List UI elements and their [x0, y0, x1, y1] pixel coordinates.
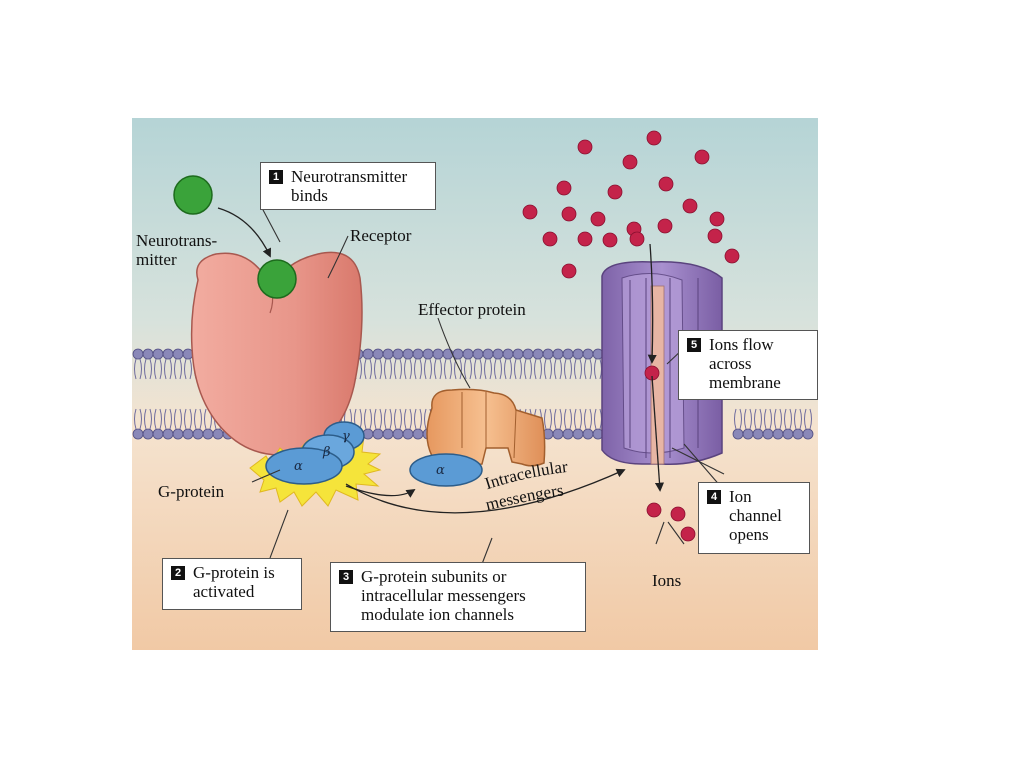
alpha-label-2: α — [436, 463, 445, 478]
ion — [556, 180, 572, 196]
ions-label: Ions — [652, 571, 682, 590]
leader-lines — [251, 207, 725, 565]
effector-protein — [426, 388, 546, 467]
effector-protein-label: Effector protein — [418, 300, 526, 319]
neurotransmitter-bound — [257, 259, 297, 299]
ion — [622, 154, 638, 170]
ion — [561, 206, 577, 222]
ion — [682, 198, 698, 214]
ion — [590, 211, 606, 227]
g-protein: γ β α — [265, 421, 365, 485]
ion-entry-arrow — [647, 243, 657, 364]
step-2-number: 2 — [171, 566, 185, 580]
step-3-text: G-protein subunits or intracellular mess… — [361, 567, 526, 624]
ion-exit-arrow — [651, 375, 665, 492]
ion — [522, 204, 538, 220]
alpha-label: α — [294, 459, 303, 474]
ion — [542, 231, 558, 247]
ion — [724, 248, 740, 264]
gamma-label: γ — [342, 429, 350, 444]
step-2-text: G-protein is activated — [193, 563, 275, 601]
ion — [577, 231, 593, 247]
step-3-number: 3 — [339, 570, 353, 584]
step-5-number: 5 — [687, 338, 701, 352]
signaling-diagram: γ β α α — [132, 118, 818, 650]
receptor-label: Receptor — [350, 226, 412, 245]
step-5-callout: 5 Ions flow across membrane — [678, 330, 818, 400]
step-5-text: Ions flow across membrane — [709, 335, 781, 392]
ion — [602, 232, 618, 248]
ion — [577, 139, 593, 155]
beta-label: β — [322, 445, 331, 460]
binding-arrow — [217, 207, 271, 258]
step-4-number: 4 — [707, 490, 721, 504]
ions-cluster — [522, 130, 740, 542]
arrows — [217, 207, 665, 514]
step-4-callout: 4 Ion channel opens — [698, 482, 810, 554]
ion — [607, 184, 623, 200]
neurotransmitter-label: Neurotrans- mitter — [136, 231, 218, 269]
ion — [709, 211, 725, 227]
step-3-callout: 3 G-protein subunits or intracellular me… — [330, 562, 586, 632]
ion — [561, 263, 577, 279]
step-1-number: 1 — [269, 170, 283, 184]
neurotransmitter-free — [173, 175, 213, 215]
g-protein-label: G-protein — [158, 482, 225, 501]
ion — [646, 502, 662, 518]
ion — [670, 506, 686, 522]
g-protein-alpha — [265, 447, 343, 485]
ion — [694, 149, 710, 165]
ion — [657, 218, 673, 234]
messenger-arrow — [345, 468, 626, 514]
released-alpha-subunit: α — [409, 453, 483, 487]
step-2-callout: 2 G-protein is activated — [162, 558, 302, 610]
ion — [680, 526, 696, 542]
ion — [646, 130, 662, 146]
step-4-text: Ion channel opens — [729, 487, 782, 544]
ion — [629, 231, 645, 247]
ion — [707, 228, 723, 244]
step-1-text: Neurotransmitter binds — [291, 167, 408, 205]
ion — [658, 176, 674, 192]
step-1-callout: 1 Neurotransmitter binds — [260, 162, 436, 210]
